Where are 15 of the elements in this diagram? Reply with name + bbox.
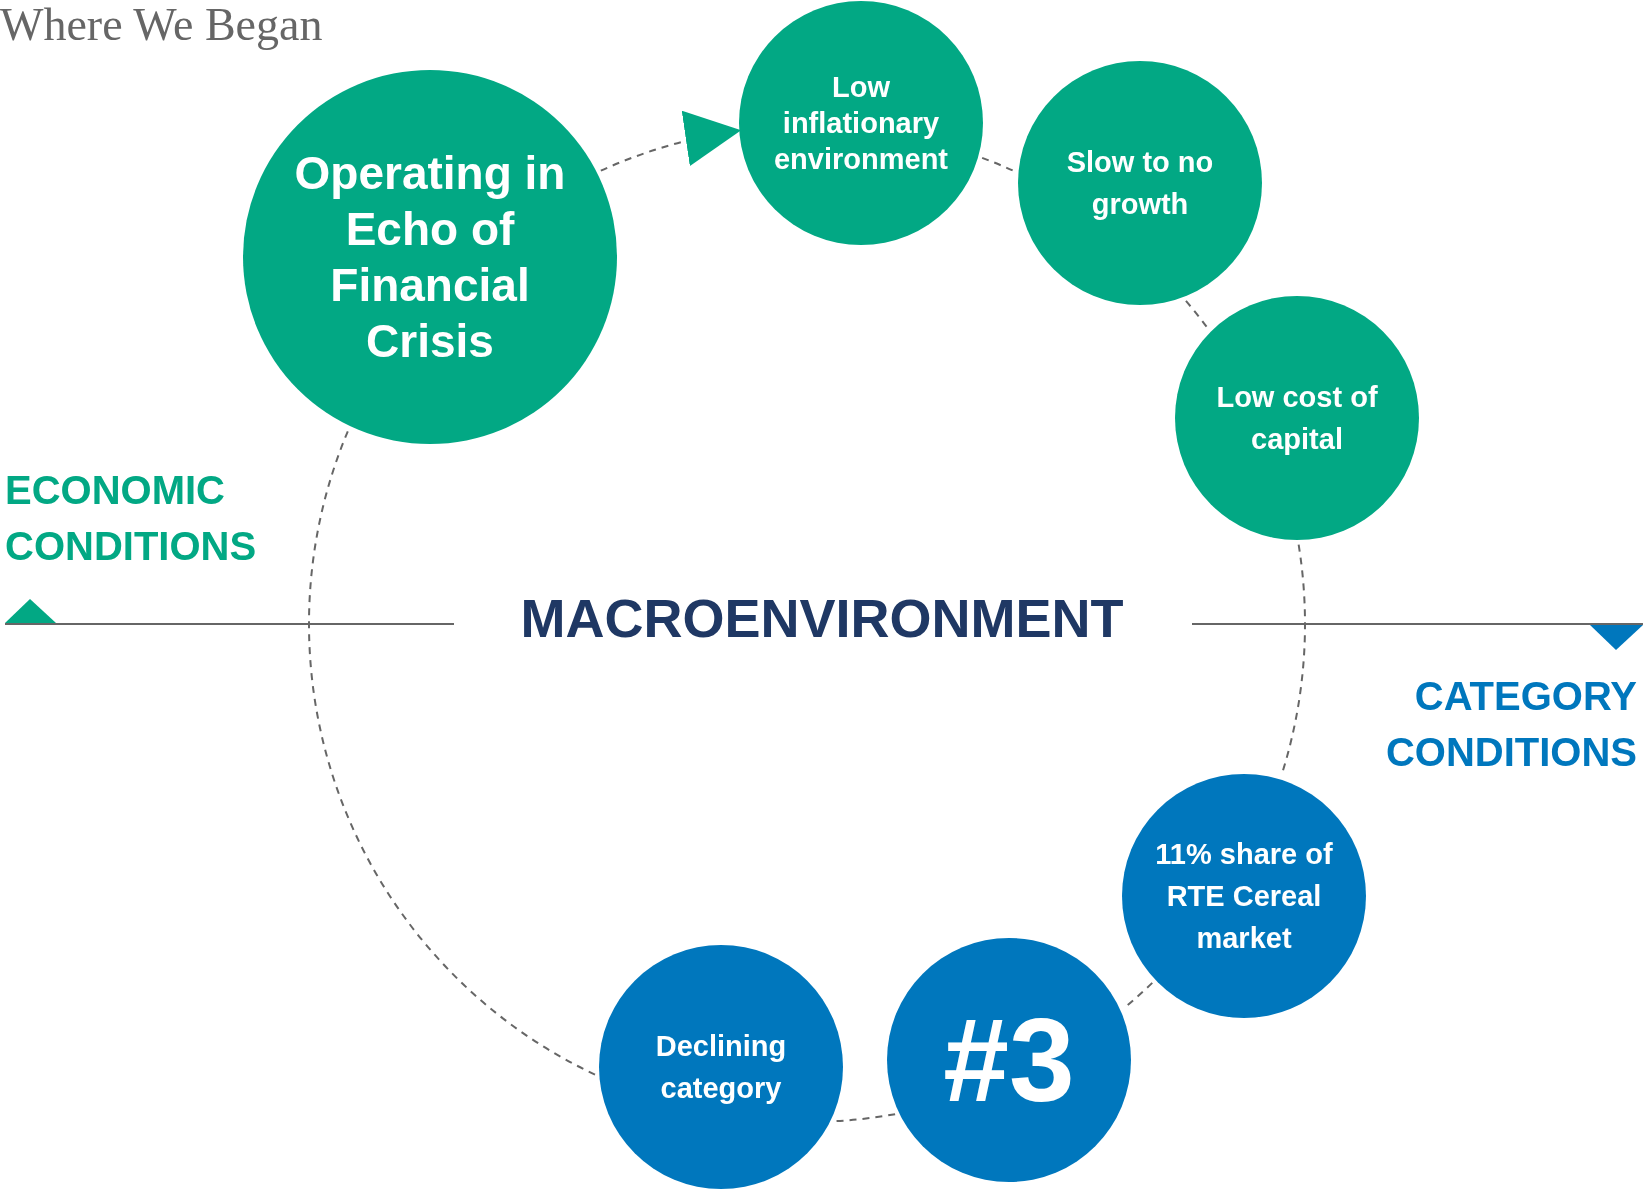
node-label: Slow to no growth (1065, 145, 1215, 222)
center-heading: MACROENVIRONMENT (519, 587, 1125, 650)
node-label: Low cost of capital (1215, 380, 1379, 457)
dashed-connector (981, 156, 1016, 173)
section-label: CATEGORY CONDITIONS (1384, 673, 1637, 776)
dashed-connector (1184, 299, 1209, 330)
node-label: Operating in Echo of Financial Crisis (293, 146, 567, 369)
section-label: ECONOMIC CONDITIONS (5, 467, 258, 570)
node-label: 11% share of RTE Cereal market (1154, 837, 1334, 956)
node-label: Declining category (654, 1029, 788, 1106)
node-label: #3 (943, 1000, 1075, 1120)
node-label: Low inflationary environment (773, 70, 949, 177)
dashed-connector (308, 429, 596, 1076)
dashed-connector (834, 1113, 897, 1123)
title: Where We Began (0, 0, 323, 50)
